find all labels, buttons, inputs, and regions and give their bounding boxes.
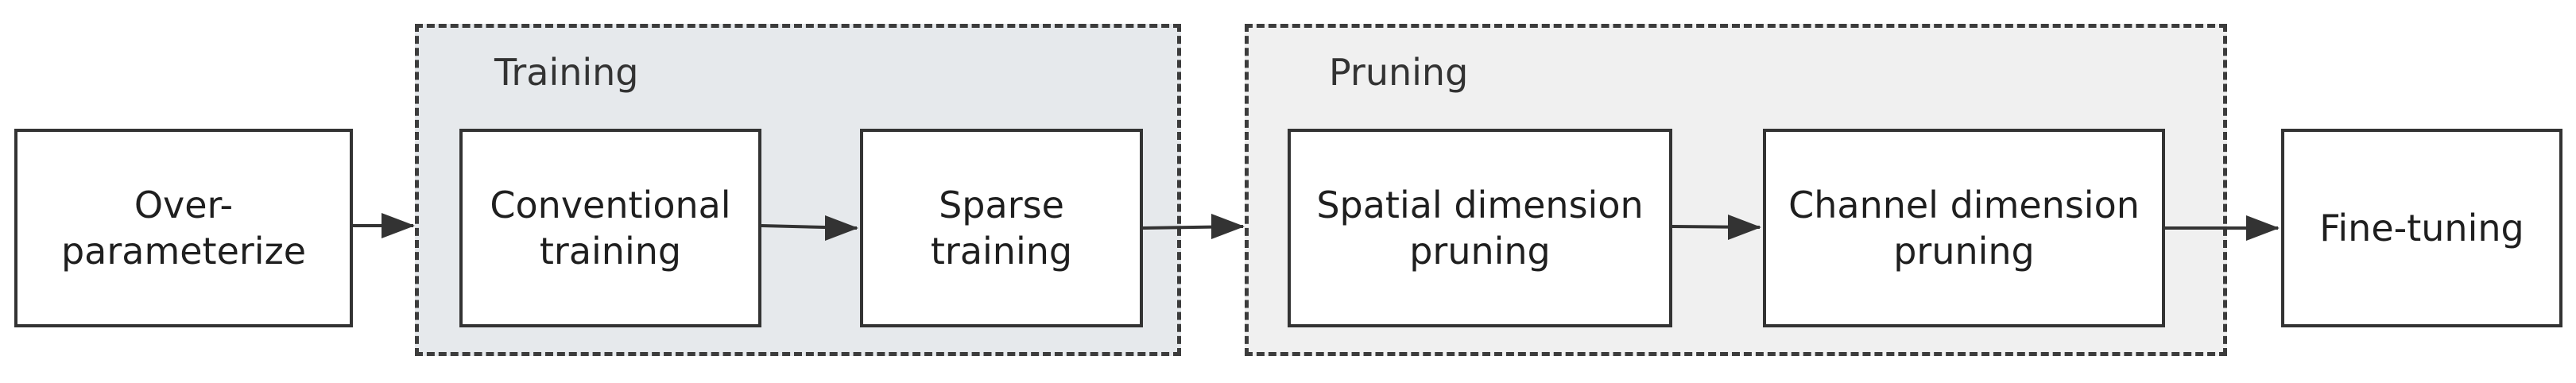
over-parameterize-box: Over- parameterize [14,129,353,327]
arrowhead-sparse-to-pruning [1211,214,1245,239]
spatial-dimension-pruning-box: Spatial dimension pruning [1288,129,1672,327]
over-parameterize-label-line2: parameterize [60,230,307,273]
over-parameterize-label-line1: Over- [134,184,234,226]
arrowhead-over-to-training [382,213,415,238]
spatial-dimension-pruning-label-line2: pruning [1409,230,1551,273]
arrowhead-spatial-to-channel [1728,215,1761,240]
fine-tuning-box: Fine-tuning [2281,129,2562,327]
sparse-training-box: Sparse training [860,129,1143,327]
conventional-training-box: Conventional training [459,129,761,327]
channel-dimension-pruning-label-line1: Channel dimension [1788,184,2140,226]
conventional-training-label-line2: training [539,230,682,273]
training-group-label: Training [494,51,639,94]
conventional-training-label-line1: Conventional [490,184,731,226]
sparse-training-label-line2: training [930,230,1073,273]
channel-dimension-pruning-label-line2: pruning [1893,230,2035,273]
sparse-training-label-line1: Sparse [939,184,1064,226]
fine-tuning-label: Fine-tuning [2319,207,2524,250]
pruning-group-label: Pruning [1329,51,1469,94]
channel-dimension-pruning-box: Channel dimension pruning [1763,129,2165,327]
arrowhead-conventional-to-sparse [825,215,858,241]
spatial-dimension-pruning-label-line1: Spatial dimension [1316,184,1644,226]
arrowhead-channel-to-finetune [2246,215,2280,241]
